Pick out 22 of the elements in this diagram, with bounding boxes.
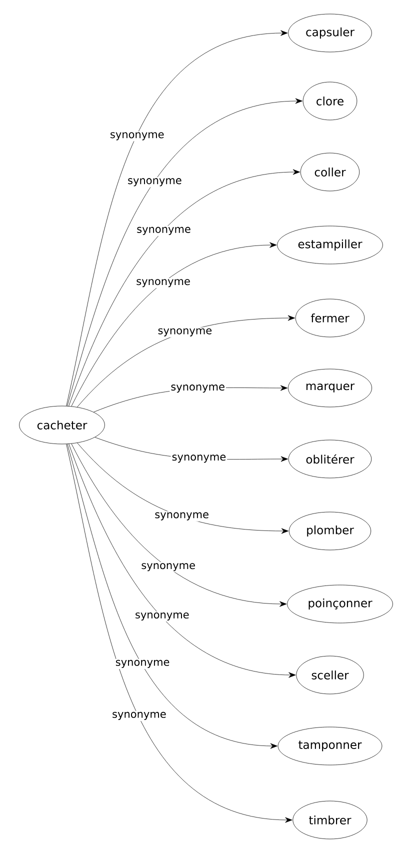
edge-label: synonyme [142,563,195,572]
edge-label: synonyme [112,712,166,720]
edge-label: synonyme [155,512,208,520]
arrow [67,98,302,406]
edge-label: synonyme [116,660,170,668]
edge-label: synonyme [136,279,190,288]
edge-label: synonyme [110,132,164,140]
arrow [67,444,278,749]
edge-label: synonyme [136,612,189,621]
edge-label: synonyme [171,384,224,393]
arrow [66,30,288,406]
arrow [77,315,296,408]
arrow [68,169,300,406]
edge-label: synonyme [137,226,190,235]
arrow [71,242,277,406]
arrow [77,442,289,534]
arrow [66,444,292,823]
edge-label: synonyme [128,178,182,186]
arrow [71,444,287,607]
edge-label: synonyme [158,328,212,336]
edge-label: synonyme [172,454,226,463]
arrow [68,444,296,678]
